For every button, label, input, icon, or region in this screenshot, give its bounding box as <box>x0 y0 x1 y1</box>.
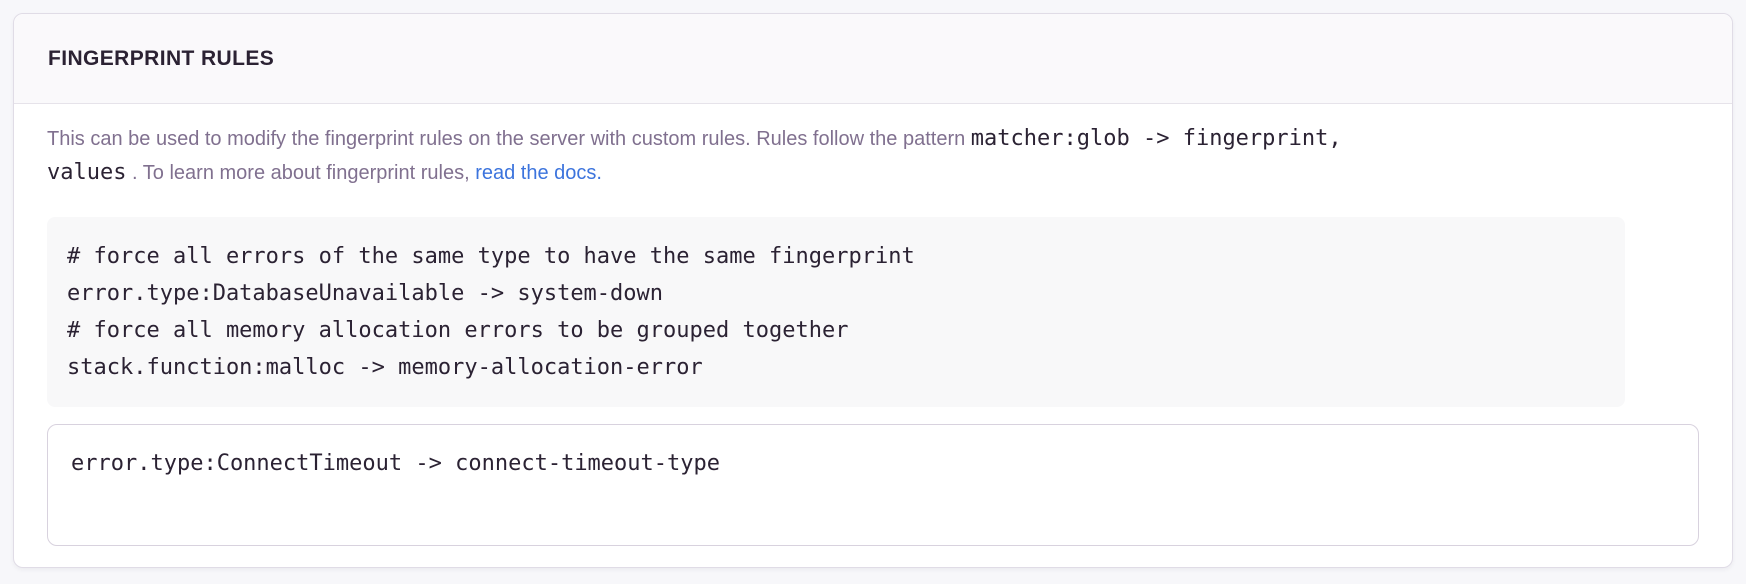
panel-body: This can be used to modify the fingerpri… <box>14 104 1732 576</box>
inline-code-pattern: matcher:glob -> fingerprint, <box>970 126 1342 151</box>
description-segment-2: . To learn more about fingerprint rules, <box>126 162 476 184</box>
description-text: This can be used to modify the fingerpri… <box>47 122 1699 190</box>
panel-title: FINGERPRINT RULES <box>48 46 275 70</box>
fingerprint-rules-input[interactable]: error.type:ConnectTimeout -> connect-tim… <box>47 424 1699 546</box>
panel-header: FINGERPRINT RULES <box>14 14 1732 104</box>
fingerprint-rules-panel: FINGERPRINT RULES This can be used to mo… <box>13 13 1733 568</box>
description-segment-1: This can be used to modify the fingerpri… <box>47 128 971 150</box>
code-example-line: # force all errors of the same type to h… <box>67 244 915 269</box>
code-example-line: stack.function:malloc -> memory-allocati… <box>67 355 703 380</box>
inline-code-values: values <box>47 160 127 185</box>
read-the-docs-link[interactable]: read the docs <box>475 162 597 184</box>
description-period: . <box>596 162 602 184</box>
code-example-line: # force all memory allocation errors to … <box>67 318 849 343</box>
code-example-line: error.type:DatabaseUnavailable -> system… <box>67 281 664 306</box>
code-example-block: # force all errors of the same type to h… <box>47 217 1625 407</box>
